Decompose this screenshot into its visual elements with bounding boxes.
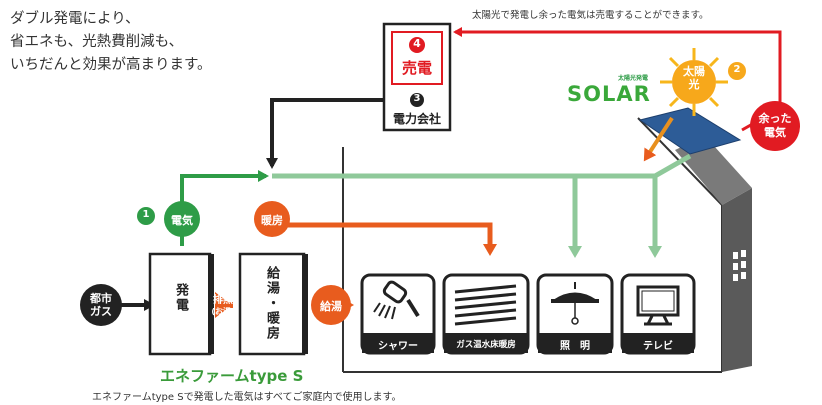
exhaust-heat-label: 排熱 (お湯) — [204, 295, 242, 317]
sell-arrow — [453, 27, 782, 110]
supply-unit-box — [238, 252, 306, 356]
company-label: 電力会社 — [392, 112, 441, 126]
tv-icon — [636, 285, 680, 326]
product-caption: エネファームtype S — [160, 367, 304, 385]
appliance-label-shower: シャワー — [378, 341, 418, 352]
heating-arrow — [269, 213, 497, 256]
surplus-label-line-2: 電気 — [764, 126, 786, 139]
surplus-label: 余った 電気 — [750, 112, 800, 140]
sun-number: 2 — [733, 64, 741, 75]
surplus-electricity-badge — [750, 101, 800, 151]
appliance-label-tv: テレビ — [643, 341, 673, 352]
top-note: 太陽光で発電し余った電気は売電することができます。 — [472, 10, 709, 21]
sun-label-line-1: 太陽 — [683, 65, 705, 78]
city-gas-label: 都市 ガス — [80, 292, 122, 318]
electricity-label: 電気 — [171, 214, 193, 227]
shower-icon — [373, 280, 420, 320]
sun-label-line-2: 光 — [688, 78, 700, 91]
grid-power-arrow — [266, 98, 384, 169]
company-number: 3 — [413, 93, 421, 104]
exhaust-heat-line-2: (お湯) — [211, 307, 235, 316]
hot-water-label: 給湯 — [320, 300, 342, 313]
electricity-number: 1 — [142, 209, 150, 220]
solar-feed-line — [653, 153, 692, 179]
solar-panel-icon — [638, 107, 742, 155]
sell-number: 4 — [413, 37, 421, 50]
appliance-tv — [620, 273, 696, 355]
floor-heating-icon — [454, 284, 517, 326]
sun-label: 太陽 光 — [674, 65, 714, 91]
appliance-label-floor-heating: ガス温水床暖房 — [456, 340, 516, 350]
hot-water-badge — [311, 285, 351, 325]
heating-label: 暖房 — [261, 214, 283, 227]
supply-unit-label: 給湯・暖房 — [264, 266, 279, 341]
intro-line-1: ダブル発電により、 — [10, 11, 140, 27]
electricity-badge — [164, 201, 200, 237]
sun-icon — [660, 48, 728, 116]
appliance-shower — [360, 273, 436, 355]
city-gas-badge — [80, 284, 122, 326]
appliance-lighting — [536, 273, 614, 355]
city-gas-line-1: 都市 — [90, 292, 112, 305]
bottom-note: エネファームtype Sで発電した電気はすべてご家庭内で使用します。 — [92, 392, 402, 403]
intro-text: ダブル発電により、 省エネも、光熱費削減も、 いちだんと効果が高まります。 — [10, 8, 212, 77]
heating-badge — [254, 201, 290, 237]
appliance-floor-heating — [442, 273, 530, 355]
exhaust-heat-line-1: 排熱 — [213, 295, 233, 306]
generation-label: 発電 — [173, 283, 188, 313]
city-gas-line-2: ガス — [90, 305, 112, 318]
appliance-label-lighting: 照 明 — [560, 341, 590, 352]
intro-line-2: 省エネも、光熱費削減も、 — [10, 34, 184, 50]
house-window-icon — [733, 250, 746, 281]
surplus-label-line-1: 余った — [758, 112, 792, 125]
solar-logo-small: 太陽光発電 — [618, 75, 649, 82]
solar-ray-arrow — [643, 116, 674, 162]
sell-label: 売電 — [401, 59, 432, 77]
solar-logo: SOLAR — [567, 82, 651, 106]
intro-line-3: いちだんと効果が高まります。 — [10, 57, 212, 73]
ceiling-light-icon — [551, 282, 599, 325]
